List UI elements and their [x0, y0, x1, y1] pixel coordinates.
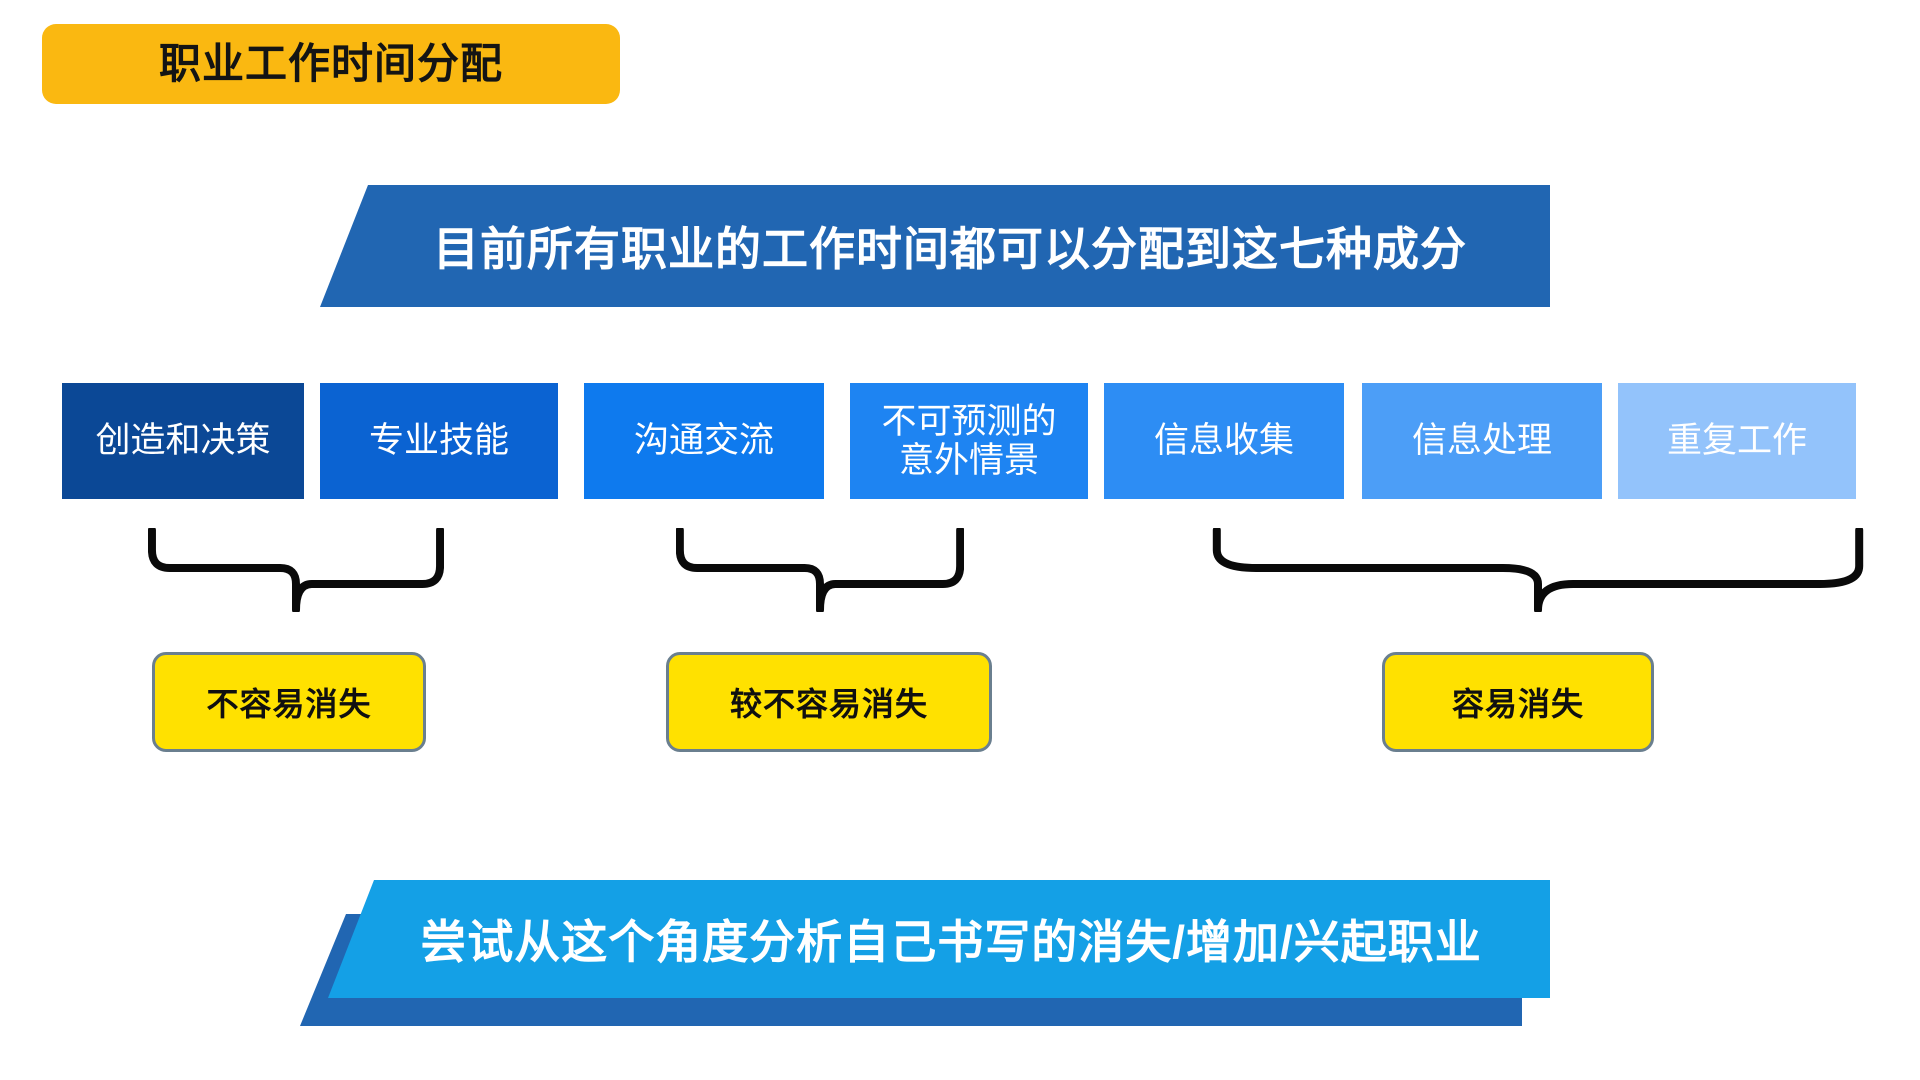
category-label: 信息收集	[1153, 421, 1294, 461]
category-label: 专业技能	[368, 421, 509, 461]
category-box-information-processing[interactable]: 信息处理	[1362, 383, 1602, 499]
category-label: 创造和决策	[95, 421, 271, 461]
category-label: 不可预测的 意外情景	[881, 401, 1057, 480]
curly-brace-icon	[148, 528, 444, 612]
category-box-creation-decision[interactable]: 创造和决策	[62, 383, 304, 499]
tag-not-easily-lost[interactable]: 不容易消失	[152, 652, 426, 752]
tag-label: 不容易消失	[206, 686, 372, 722]
page-title-badge: 职业工作时间分配	[42, 24, 620, 104]
bottom-banner-text: 尝试从这个角度分析自己书写的消失/增加/兴起职业	[420, 916, 1482, 968]
category-label: 重复工作	[1666, 421, 1807, 461]
bottom-banner: 尝试从这个角度分析自己书写的消失/增加/兴起职业	[328, 880, 1550, 998]
tag-less-easily-lost[interactable]: 较不容易消失	[666, 652, 992, 752]
page-title: 职业工作时间分配	[158, 40, 503, 87]
tag-label: 较不容易消失	[729, 686, 928, 722]
category-box-unpredictable-situations[interactable]: 不可预测的 意外情景	[850, 383, 1088, 499]
category-box-professional-skills[interactable]: 专业技能	[320, 383, 558, 499]
category-box-communication[interactable]: 沟通交流	[584, 383, 824, 499]
curly-brace-icon	[1208, 528, 1868, 612]
tag-easily-lost[interactable]: 容易消失	[1382, 652, 1654, 752]
top-banner: 目前所有职业的工作时间都可以分配到这七种成分	[320, 185, 1550, 307]
tag-label: 容易消失	[1451, 686, 1584, 722]
category-label: 沟通交流	[633, 421, 774, 461]
category-box-information-gathering[interactable]: 信息收集	[1104, 383, 1344, 499]
category-box-repetitive-work[interactable]: 重复工作	[1618, 383, 1856, 499]
top-banner-text: 目前所有职业的工作时间都可以分配到这七种成分	[433, 223, 1467, 275]
curly-brace-icon	[676, 528, 964, 612]
bottom-banner-group: 尝试从这个角度分析自己书写的消失/增加/兴起职业	[300, 880, 1550, 1040]
category-label: 信息处理	[1411, 421, 1552, 461]
